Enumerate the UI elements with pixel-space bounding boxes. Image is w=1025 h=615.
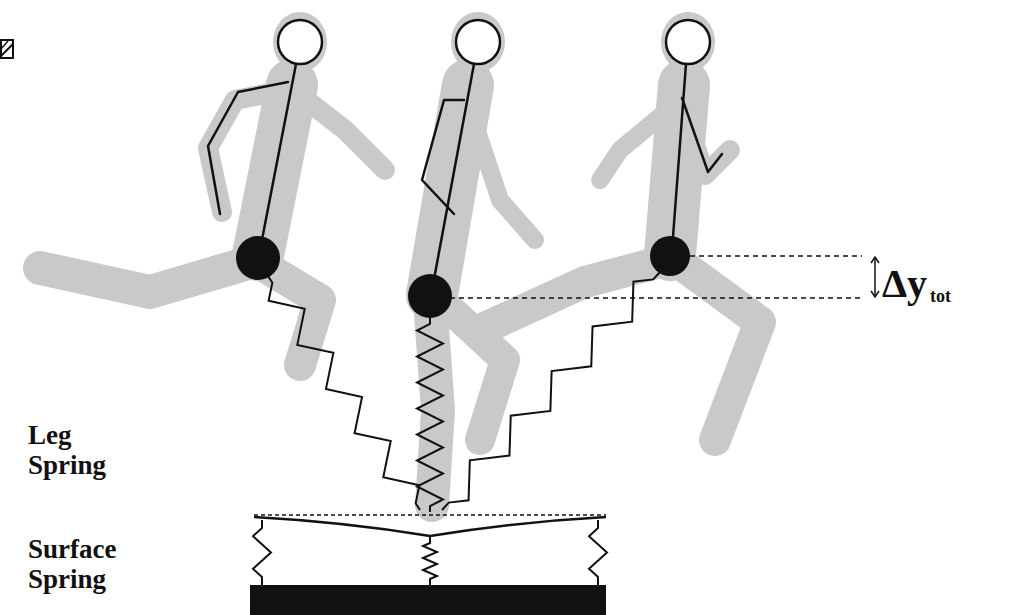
mass-dots bbox=[236, 236, 690, 318]
hatched-box bbox=[1, 40, 13, 58]
surface-spring bbox=[423, 537, 437, 585]
part-label: Leg Spring bbox=[28, 420, 153, 480]
leg-spring bbox=[268, 276, 420, 510]
part-label: Surface Spring bbox=[28, 534, 168, 594]
surface-spring bbox=[589, 520, 607, 585]
surface-spring bbox=[253, 520, 271, 585]
runner-silhouettes bbox=[40, 12, 760, 505]
stick-figures bbox=[208, 20, 722, 290]
springs bbox=[253, 272, 660, 585]
surface bbox=[250, 515, 606, 615]
leg-spring bbox=[442, 272, 660, 510]
leg-spring bbox=[417, 318, 443, 512]
dimension-subscript: tot bbox=[930, 286, 990, 306]
